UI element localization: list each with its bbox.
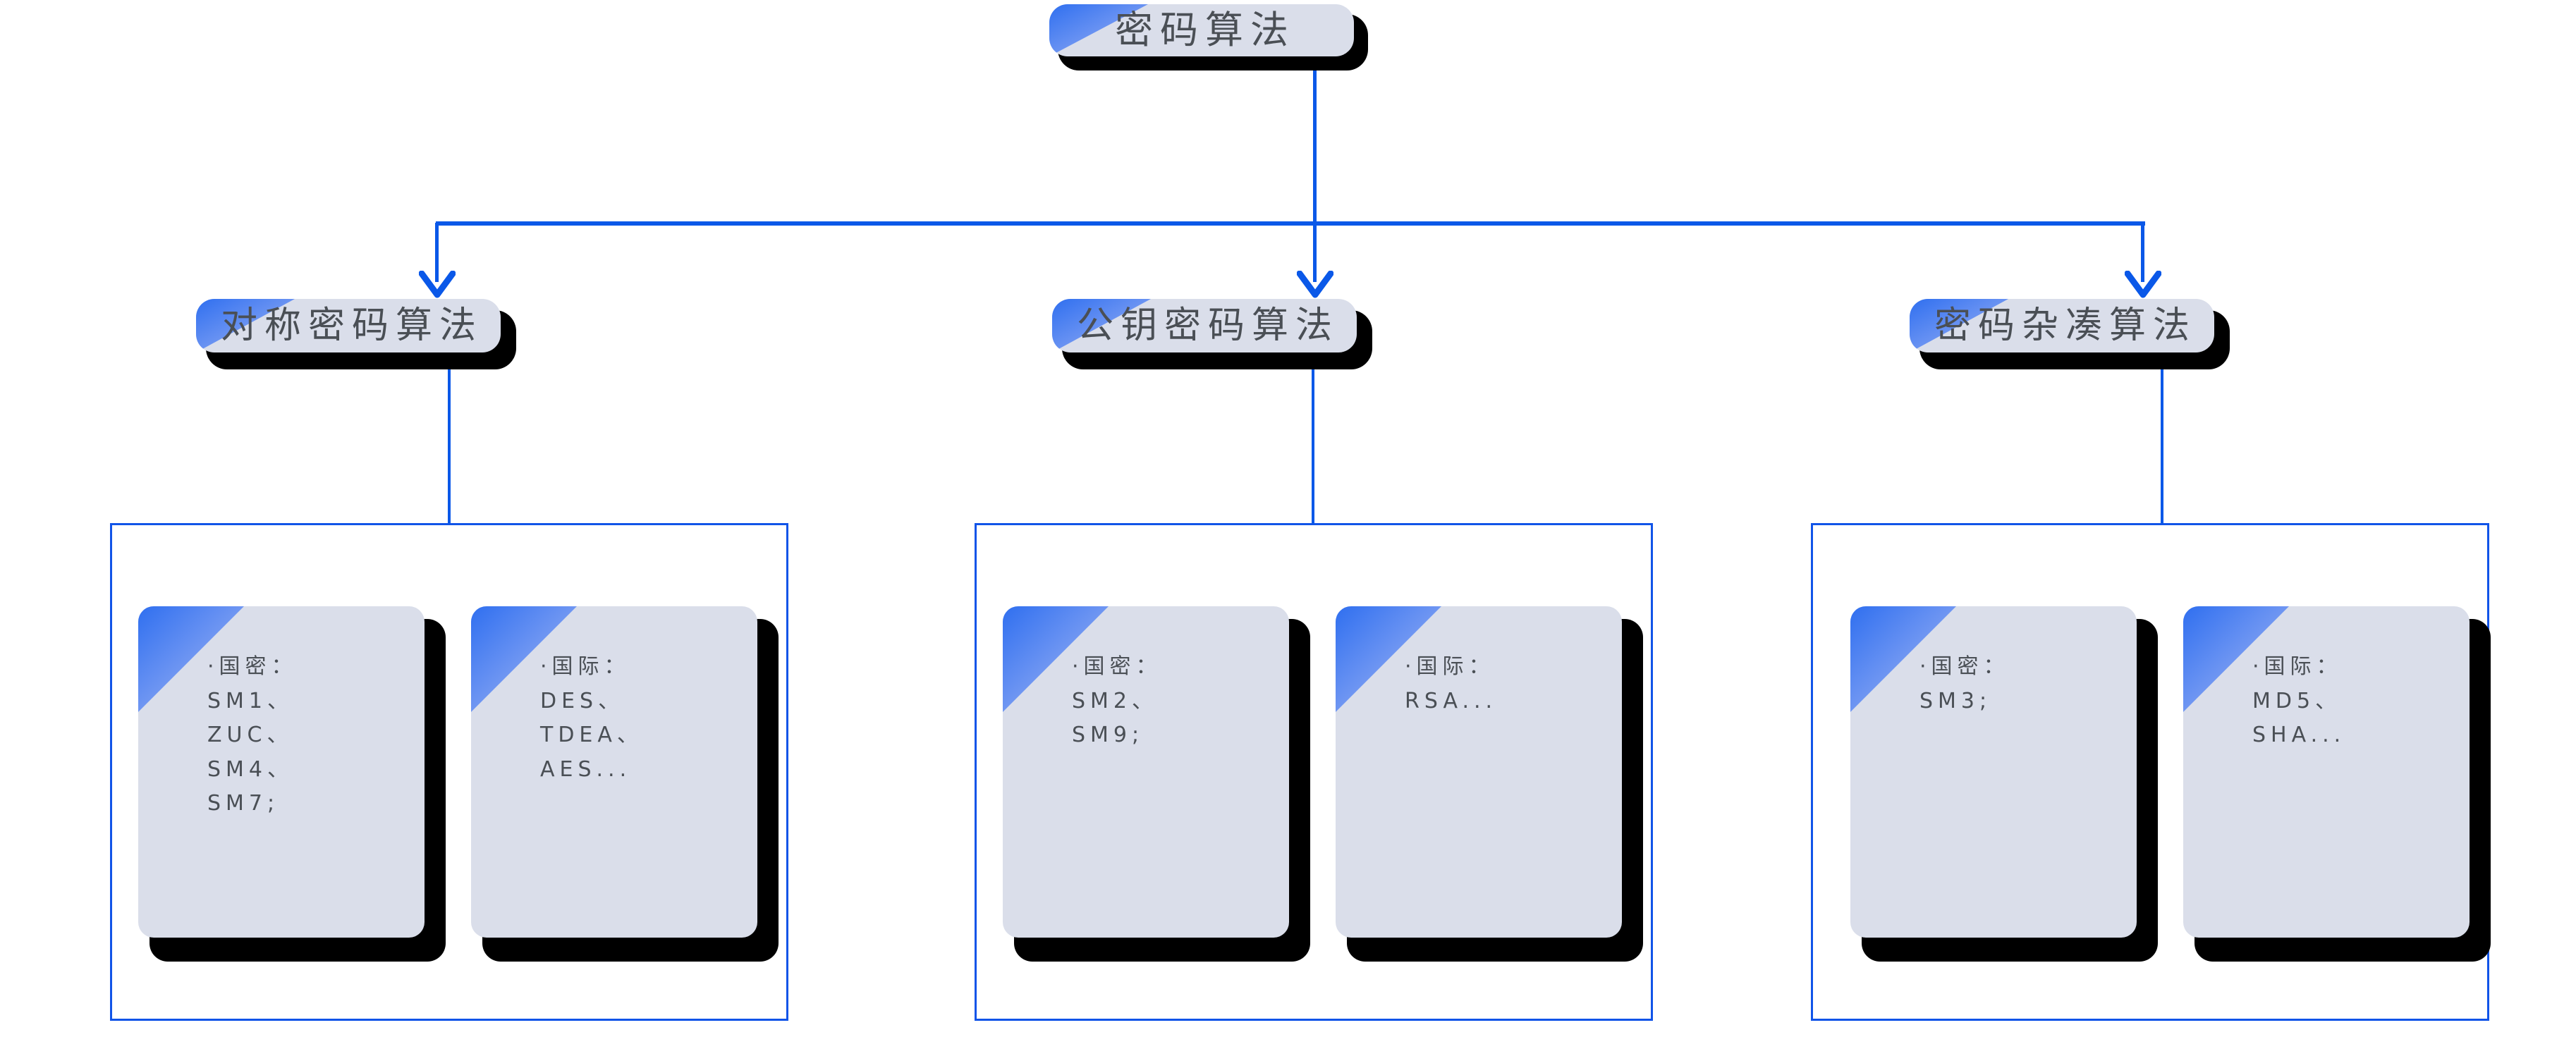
- group-box-publickey: [975, 523, 1653, 1021]
- leaf-card-sym-intl[interactable]: ·国际： DES、 TDEA、 AES...: [471, 606, 757, 938]
- branch-node-symmetric[interactable]: 对称密码算法: [196, 299, 501, 352]
- arrow-head-middle: [1297, 271, 1333, 298]
- group-box-symmetric: [110, 523, 788, 1021]
- connector-drop-left: [435, 223, 439, 282]
- arrow-head-right: [2125, 271, 2161, 298]
- branch-node-publickey[interactable]: 公钥密码算法: [1052, 299, 1357, 352]
- branch-node-label: 对称密码算法: [220, 305, 483, 347]
- leaf-card-sym-guomi[interactable]: ·国密： SM1、 ZUC、 SM4、 SM7;: [138, 606, 425, 938]
- leaf-card-body: ·国际： DES、 TDEA、 AES...: [540, 650, 643, 787]
- leaf-items: RSA...: [1405, 688, 1498, 713]
- leaf-card-hash-guomi[interactable]: ·国密： SM3;: [1850, 606, 2137, 938]
- connector-branch-to-group-left: [448, 352, 451, 524]
- leaf-heading: ·国密：: [207, 654, 298, 679]
- leaf-items: DES、 TDEA、 AES...: [540, 688, 643, 782]
- leaf-card-body: ·国密： SM3;: [1919, 650, 2010, 718]
- branch-node-hash[interactable]: 密码杂凑算法: [1910, 299, 2214, 352]
- leaf-card-body: ·国密： SM1、 ZUC、 SM4、 SM7;: [207, 650, 298, 821]
- leaf-items: SM1、 ZUC、 SM4、 SM7;: [207, 688, 294, 816]
- leaf-card-hash-intl[interactable]: ·国际： MD5、 SHA...: [2183, 606, 2470, 938]
- arrow-head-left: [419, 271, 456, 298]
- leaf-items: SM3;: [1919, 688, 1992, 713]
- branch-node-label: 公钥密码算法: [1076, 305, 1339, 347]
- connector-branch-to-group-right: [2161, 352, 2163, 524]
- leaf-heading: ·国际：: [1405, 654, 1495, 679]
- connector-horizontal-bus: [436, 221, 2145, 226]
- connector-root-stem: [1313, 56, 1317, 223]
- branch-node-label: 密码杂凑算法: [1934, 305, 2197, 347]
- root-node-label: 密码算法: [1115, 8, 1295, 52]
- leaf-heading: ·国密：: [1072, 654, 1162, 679]
- leaf-heading: ·国际：: [540, 654, 630, 679]
- leaf-heading: ·国际：: [2252, 654, 2343, 679]
- connector-branch-to-group-middle: [1312, 352, 1314, 524]
- leaf-card-pk-guomi[interactable]: ·国密： SM2、 SM9;: [1003, 606, 1289, 938]
- leaf-card-pk-intl[interactable]: ·国际： RSA...: [1336, 606, 1622, 938]
- connector-drop-middle: [1313, 223, 1317, 282]
- leaf-card-body: ·国际： RSA...: [1405, 650, 1497, 718]
- leaf-card-body: ·国密： SM2、 SM9;: [1072, 650, 1162, 753]
- leaf-card-body: ·国际： MD5、 SHA...: [2252, 650, 2345, 753]
- leaf-heading: ·国密：: [1919, 654, 2010, 679]
- leaf-items: SM2、 SM9;: [1072, 688, 1159, 748]
- root-node[interactable]: 密码算法: [1049, 4, 1354, 56]
- connector-drop-right: [2141, 223, 2144, 282]
- leaf-items: MD5、 SHA...: [2252, 688, 2346, 748]
